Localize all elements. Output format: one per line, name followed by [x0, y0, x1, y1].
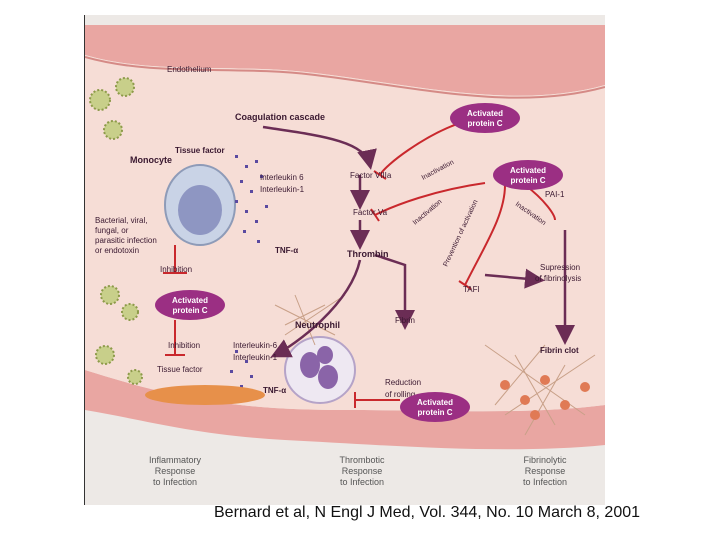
svg-text:protein C: protein C: [417, 408, 452, 417]
interleukin6-label-top: Interleukin 6: [260, 173, 304, 182]
fibrin-clot-label: Fibrin clot: [540, 346, 579, 355]
lower-vessel-wall: [85, 370, 605, 450]
thrombotic-line-1: Thrombotic: [339, 455, 385, 465]
reduction-label-1: Reduction: [385, 378, 421, 387]
suppression-label-1: Supression: [540, 263, 580, 272]
monocyte-cell-icon: [164, 164, 236, 246]
coagulation-cascade-label: Coagulation cascade: [235, 112, 325, 122]
thrombotic-line-3: to Infection: [340, 477, 384, 487]
apc-badge-1: Activated protein C: [450, 103, 520, 133]
fibrinolytic-line-3: to Infection: [523, 477, 567, 487]
response-captions: Inflammatory Response to Infection Throm…: [149, 455, 567, 487]
fibrin-mesh-icon: [274, 294, 596, 436]
fibrinolytic-line-1: Fibrinolytic: [523, 455, 567, 465]
pathway-arrows: [262, 125, 575, 358]
infection-source-label-2: fungal, or: [95, 226, 129, 235]
thrombin-label: Thrombin: [347, 249, 389, 259]
suppression-label-2: of fibrinolysis: [535, 274, 581, 283]
thrombotic-line-2: Response: [342, 466, 383, 476]
infection-source-label-3: parasitic infection: [95, 236, 157, 245]
pathogen-icon: [89, 77, 143, 385]
fibrin-clot-cells-icon: [500, 375, 590, 420]
tafi-label: TAFI: [463, 285, 480, 294]
infection-source-label-1: Bacterial, viral,: [95, 216, 147, 225]
endothelial-cell-icon: [145, 385, 265, 405]
apc-badge-2: Activated protein C: [493, 160, 563, 190]
inflammatory-line-3: to Infection: [153, 477, 197, 487]
tnf-label-top: TNF-α: [275, 246, 298, 255]
inhibition-label-2: Inhibition: [168, 341, 200, 350]
tnf-label-bottom: TNF-α: [263, 386, 286, 395]
fibrinolytic-line-2: Response: [525, 466, 566, 476]
svg-text:protein C: protein C: [172, 306, 207, 315]
svg-text:Activated: Activated: [417, 398, 453, 407]
interleukin1-label-top: Interleukin-1: [260, 185, 305, 194]
figure-left-rule: [84, 15, 85, 505]
apc-badge-4: Activated protein C: [400, 392, 470, 422]
svg-text:Activated: Activated: [172, 296, 208, 305]
endothelium-label: Endothelium: [167, 65, 212, 74]
interleukin1-label-bottom: Interleukin-1: [233, 353, 278, 362]
inflammatory-line-1: Inflammatory: [149, 455, 202, 465]
fibrin-label: Fibrin: [395, 316, 415, 325]
vessel-lumen: [85, 55, 605, 412]
infection-source-label-4: or endotoxin: [95, 246, 139, 255]
inhibition-label-1: Inhibition: [160, 265, 192, 274]
interleukin6-label-bottom: Interleukin-6: [233, 341, 278, 350]
tissue-factor-label-bottom: Tissue factor: [157, 365, 203, 374]
neutrophil-cell-icon: [284, 336, 356, 404]
upper-vessel-wall: [85, 25, 605, 96]
monocyte-label: Monocyte: [130, 155, 172, 165]
svg-text:Activated: Activated: [510, 166, 546, 175]
sepsis-diagram: Endothelium Coagulation cascade Tissue f…: [85, 15, 605, 505]
svg-text:Activated: Activated: [467, 109, 503, 118]
neutrophil-label: Neutrophil: [295, 320, 340, 330]
cytokine-particles-icon: [230, 155, 268, 388]
reduction-label-2: of rolling: [385, 390, 415, 399]
factor-va-label: Factor Va: [353, 208, 388, 217]
citation-text: Bernard et al, N Engl J Med, Vol. 344, N…: [214, 504, 641, 521]
svg-text:protein C: protein C: [510, 176, 545, 185]
svg-text:protein C: protein C: [467, 119, 502, 128]
factor-viiia-label: Factor VIIIa: [350, 171, 392, 180]
apc-badge-3: Activated protein C: [155, 290, 225, 320]
inflammatory-line-2: Response: [155, 466, 196, 476]
pai1-label: PAI-1: [545, 190, 565, 199]
inhibition-lines: [163, 122, 556, 408]
tissue-factor-label-top: Tissue factor: [175, 146, 225, 155]
